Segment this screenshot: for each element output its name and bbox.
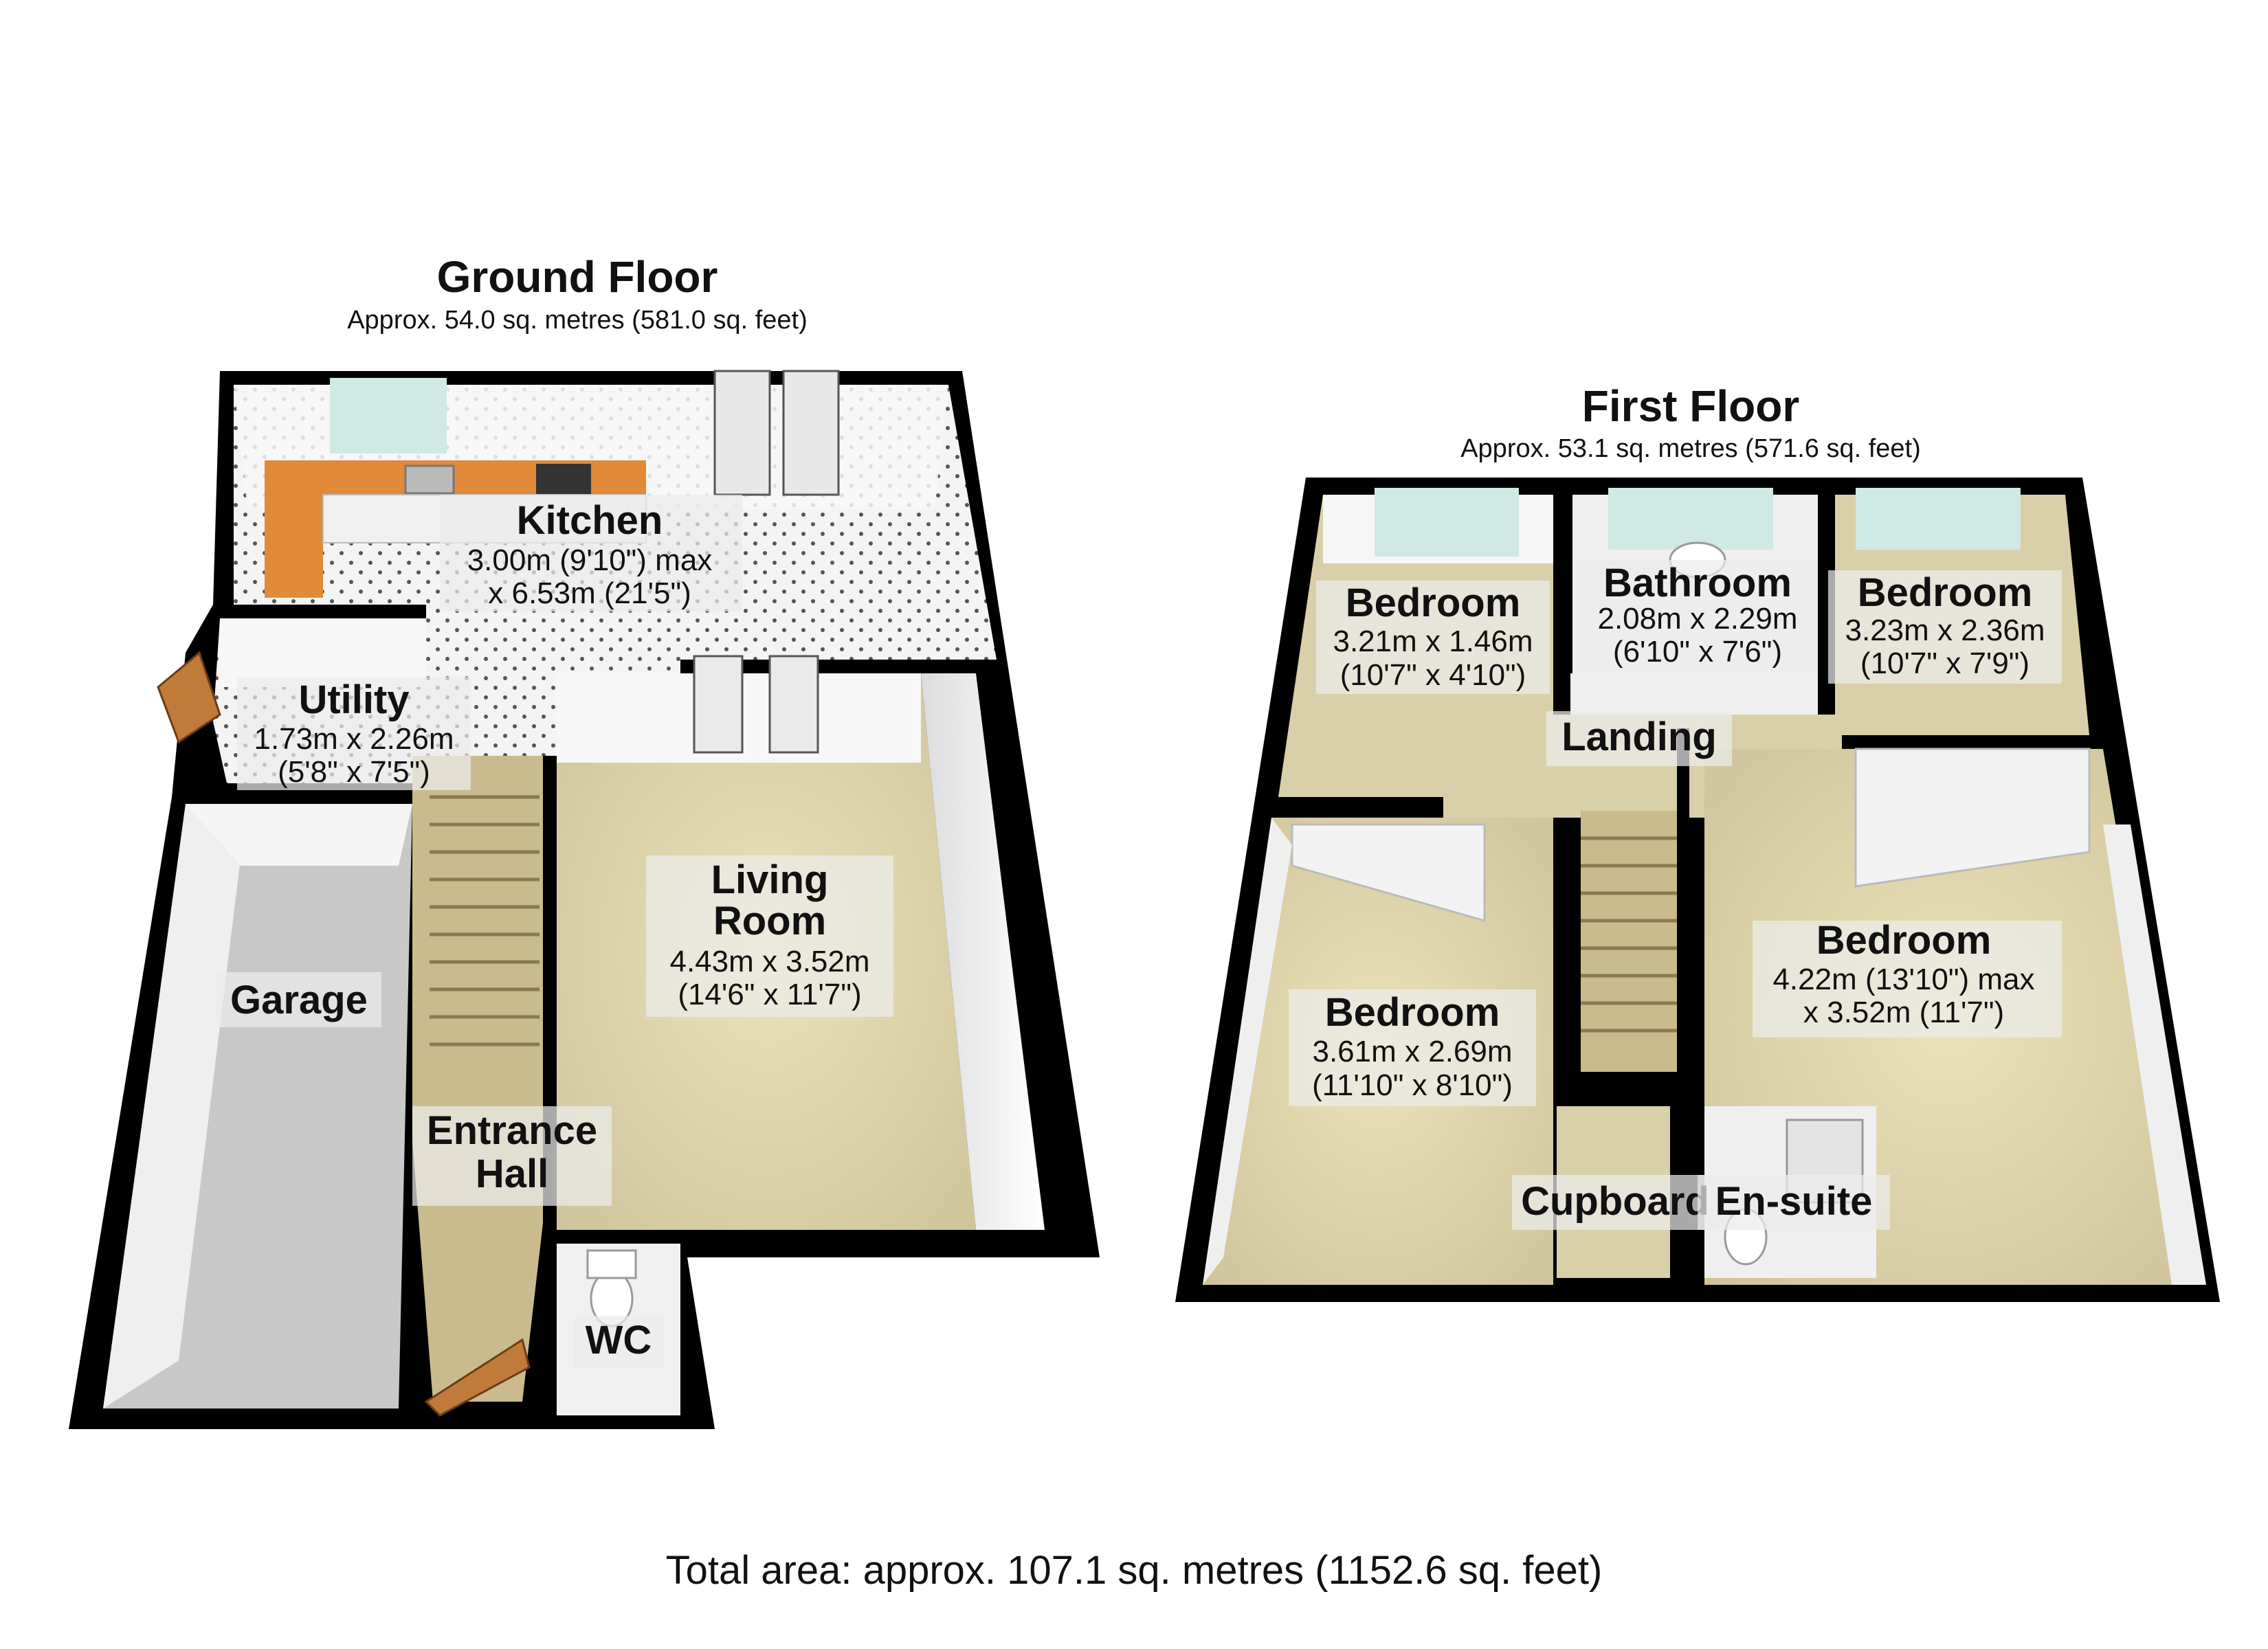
bathroom-name: Bathroom: [1603, 561, 1792, 605]
bedroom-tr-label: Bedroom 3.23m x 2.36m (10'7" x 7'9"): [1828, 570, 2062, 684]
living-door-right: [768, 655, 819, 754]
living-room-name1: Living: [711, 857, 829, 902]
wc-label: WC: [574, 1316, 663, 1367]
first-floor-stairs: [1581, 811, 1684, 1072]
first-floor-title: First Floor: [1582, 381, 1799, 431]
landing-name: Landing: [1561, 715, 1717, 759]
kitchen-hob: [536, 464, 591, 495]
bedroom-tl-dim1: 3.21m x 1.46m: [1333, 625, 1533, 658]
kitchen-label: Kitchen 3.00m (9'10") max x 6.53m (21'5"…: [440, 495, 742, 612]
utility-dim2: (5'8" x 7'5"): [278, 755, 430, 789]
bathroom-window: [1608, 488, 1773, 550]
bedroom-tl-name: Bedroom: [1346, 581, 1521, 625]
bedroom-bl-wardrobe: [1291, 823, 1486, 922]
bathroom-dim2: (6'10" x 7'6"): [1613, 635, 1782, 669]
utility-dim1: 1.73m x 2.26m: [254, 722, 454, 756]
bedroom-br-label: Bedroom 4.22m (13'10") max x 3.52m (11'7…: [1753, 918, 2062, 1037]
kitchen-dim2: x 6.53m (21'5"): [488, 576, 691, 610]
kitchen-name: Kitchen: [517, 498, 663, 543]
entrance-hall-label: Entrance Hall: [412, 1106, 612, 1206]
bedroom-tr-dim2: (10'7" x 7'9"): [1860, 647, 2030, 680]
ground-floor-title: Ground Floor: [437, 252, 718, 302]
bedroom-br-right-wall: [2103, 824, 2206, 1285]
living-room-label: Living Room 4.43m x 3.52m (14'6" x 11'7"…: [646, 855, 893, 1017]
bedroom-bl-left-wall: [1203, 818, 1292, 1285]
living-door-left: [693, 655, 744, 754]
living-room-right-wall: [921, 673, 1045, 1230]
ensuite-label: En-suite: [1698, 1175, 1890, 1230]
utility-back-wall: [220, 618, 426, 687]
first-floor: First Floor Approx. 53.1 sq. metres (571…: [1175, 381, 2220, 1302]
kitchen-dim1: 3.00m (9'10") max: [467, 543, 713, 577]
cupboard-label: Cupboard: [1512, 1175, 1718, 1230]
living-room-name2: Room: [713, 899, 826, 943]
bedroom-bl-label: Bedroom 3.61m x 2.69m (11'10" x 8'10"): [1289, 989, 1536, 1106]
total-area: Total area: approx. 107.1 sq. metres (11…: [666, 1548, 1603, 1593]
entrance-hall-name1: Entrance: [427, 1108, 597, 1153]
bedroom-tr-name: Bedroom: [1858, 570, 2033, 615]
ground-floor: Ground Floor Approx. 54.0 sq. metres (58…: [69, 252, 1100, 1429]
living-room-dim2: (14'6" x 11'7"): [678, 978, 861, 1011]
utility-door: [157, 651, 221, 744]
bathroom-dim1: 2.08m x 2.29m: [1597, 602, 1797, 636]
landing-label: Landing: [1546, 711, 1732, 766]
kitchen-sink: [404, 464, 455, 495]
wc-basin: [586, 1249, 637, 1279]
garage-name: Garage: [230, 978, 368, 1022]
kitchen-door-right: [782, 370, 840, 496]
bedroom-br-name: Bedroom: [1816, 918, 1992, 963]
bedroom-bl-name: Bedroom: [1325, 990, 1500, 1035]
living-room-dim1: 4.43m x 3.52m: [669, 945, 869, 978]
bedroom-br-wardrobe: [1854, 748, 2091, 888]
front-door: [424, 1338, 531, 1417]
bedroom-tl-label: Bedroom 3.21m x 1.46m (10'7" x 4'10"): [1316, 581, 1550, 694]
cupboard-name: Cupboard: [1521, 1179, 1709, 1224]
bedroom-br-dim2: x 3.52m (11'7"): [1803, 996, 2004, 1029]
ensuite-name: En-suite: [1715, 1179, 1873, 1224]
garage-back-wall: [186, 804, 412, 866]
ground-floor-area: Approx. 54.0 sq. metres (581.0 sq. feet): [347, 306, 808, 335]
ground-stairs: [430, 770, 540, 1072]
divider-landing: [1677, 728, 1689, 1099]
utility-name: Utility: [298, 677, 409, 722]
garage-label: Garage: [216, 972, 381, 1027]
bedroom-tr-window: [1856, 488, 2021, 550]
kitchen-door-left: [713, 370, 771, 496]
bedroom-bl-dim2: (11'10" x 8'10"): [1312, 1068, 1513, 1102]
wc-name: WC: [586, 1318, 652, 1362]
bedroom-bl-dim1: 3.61m x 2.69m: [1312, 1035, 1512, 1068]
kitchen-window: [330, 378, 447, 453]
first-floor-area: Approx. 53.1 sq. metres (571.6 sq. feet): [1460, 434, 1921, 463]
bedroom-tl-dim2: (10'7" x 4'10"): [1340, 658, 1526, 692]
bedroom-tl-window: [1375, 488, 1519, 557]
bedroom-tr-dim1: 3.23m x 2.36m: [1845, 614, 2045, 647]
bedroom-br-dim1: 4.22m (13'10") max: [1772, 963, 2034, 996]
utility-label: Utility 1.73m x 2.26m (5'8" x 7'5"): [237, 677, 471, 790]
bathroom-label: Bathroom 2.08m x 2.29m (6'10" x 7'6"): [1577, 560, 1818, 673]
garage-left-wall: [103, 804, 241, 1409]
entrance-hall-name2: Hall: [476, 1152, 548, 1196]
divider-bathroom-left: [1559, 481, 1572, 673]
